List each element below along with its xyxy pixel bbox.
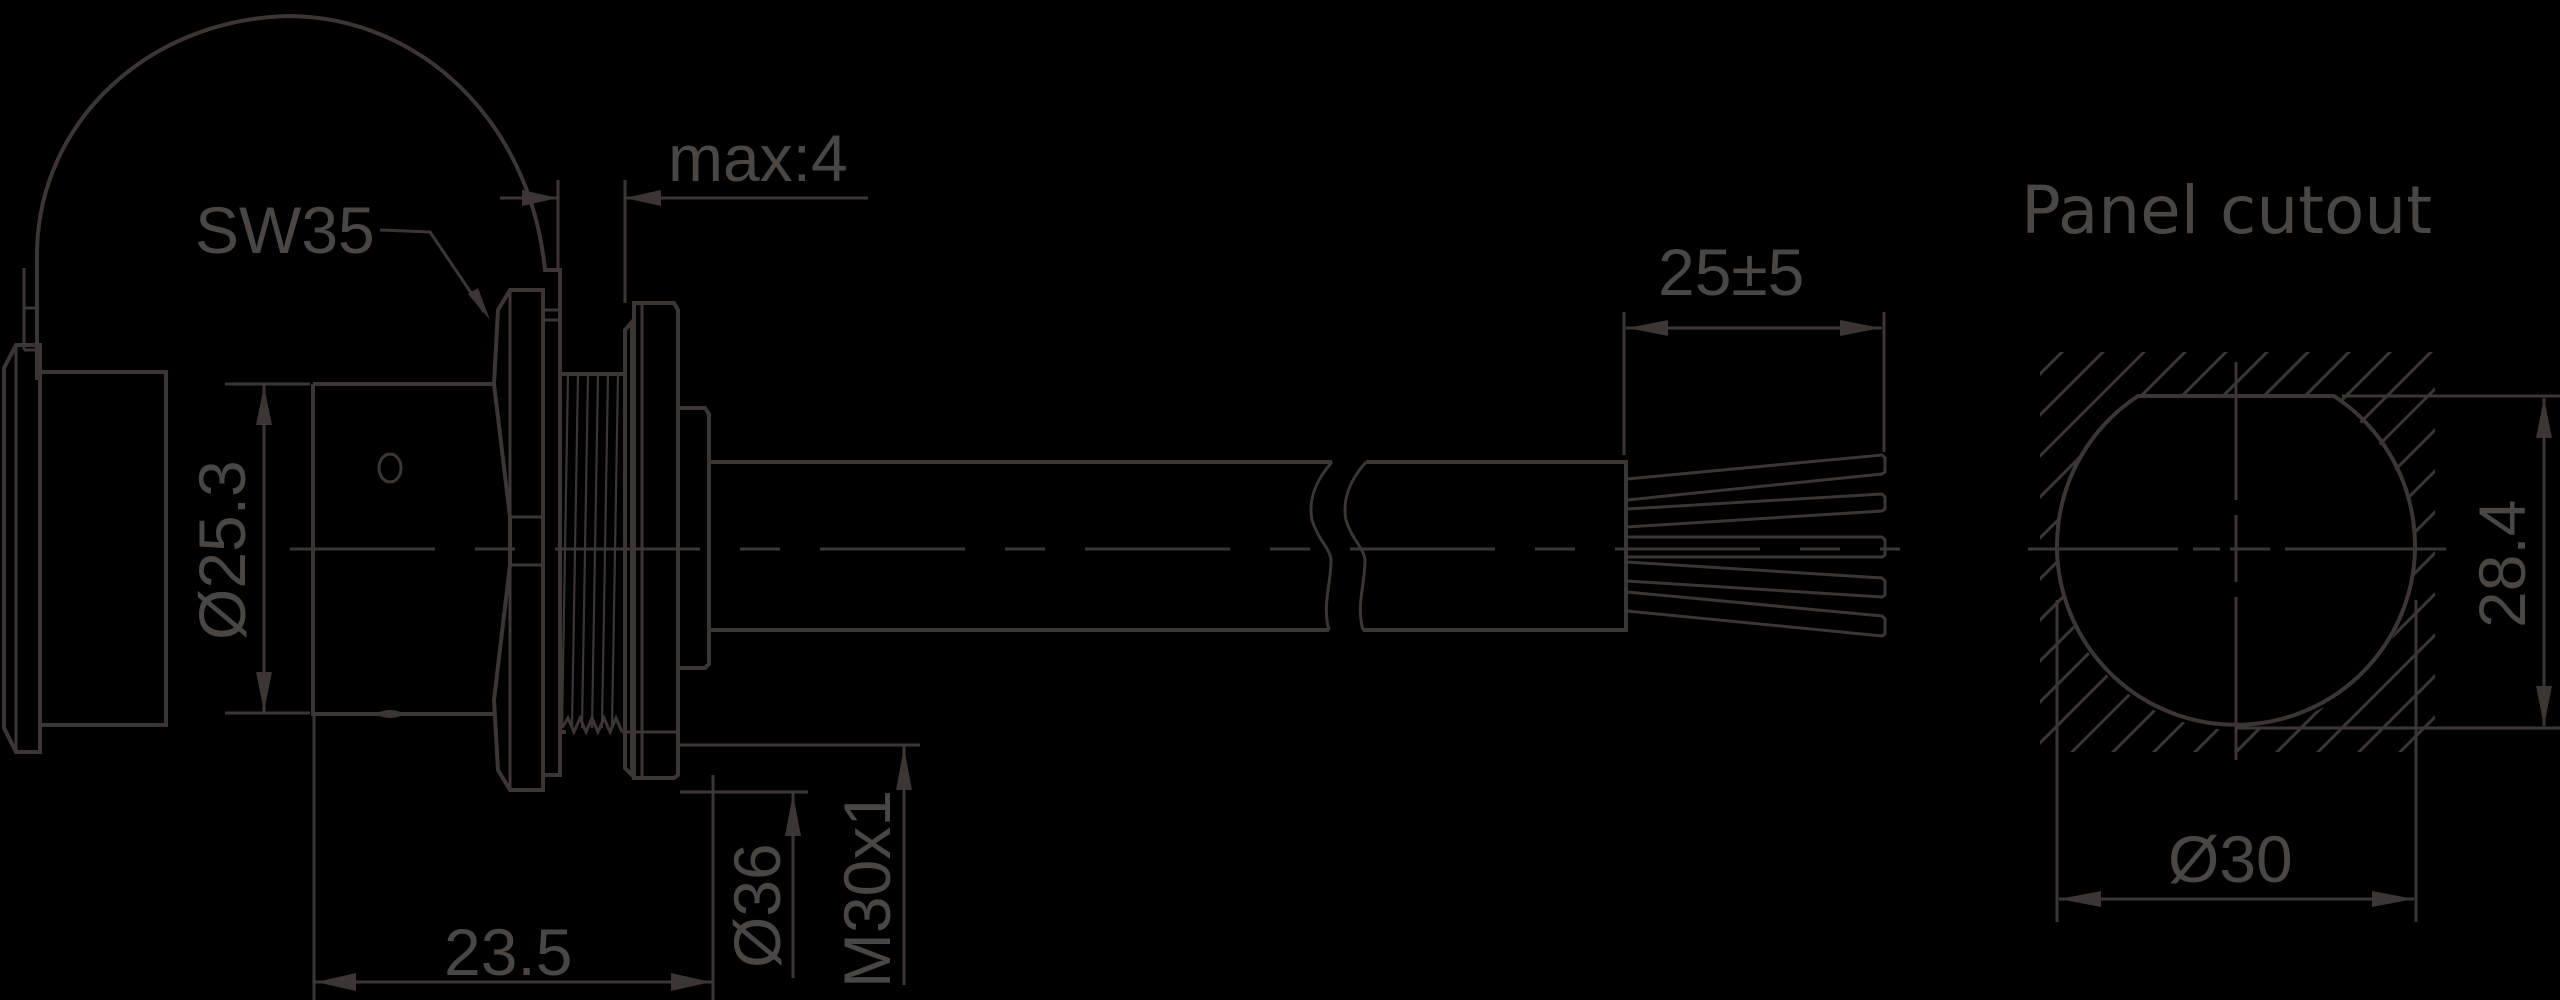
dim-length: 23.5	[312, 714, 715, 1000]
label-sw35: SW35	[195, 193, 375, 267]
cap-flange	[2, 343, 42, 754]
dim-panel-thickness: max:4	[500, 121, 868, 303]
label-28-4: 28.4	[2465, 500, 2539, 628]
hex-nut	[491, 288, 545, 792]
wire	[1626, 590, 1887, 638]
dim-body-diameter: Ø25.3	[185, 382, 310, 715]
panel-cutout-title: Panel cutout	[2021, 172, 2432, 249]
thread	[560, 372, 680, 736]
label-d36: Ø36	[720, 843, 794, 968]
cutout-outline	[2055, 394, 2417, 727]
cable-break-right	[1343, 461, 1368, 631]
cap-body	[38, 370, 168, 727]
cable-break-left	[1309, 461, 1334, 631]
wire	[1626, 453, 1887, 502]
label-d25-3: Ø25.3	[185, 460, 259, 640]
label-25-pm-5: 25±5	[1658, 235, 1804, 309]
cap-tether	[35, 13, 547, 380]
label-d30: Ø30	[2168, 822, 2293, 896]
panel-plate	[543, 268, 562, 777]
stripped-wires	[1626, 453, 1887, 638]
wire	[1626, 492, 1887, 529]
label-23-5: 23.5	[444, 915, 572, 989]
dim-strip-length: 25±5	[1622, 235, 1886, 455]
wire	[1626, 560, 1887, 599]
locking-hole-icon	[377, 452, 403, 484]
label-m30x1: M30x1	[830, 790, 904, 988]
label-max-4: max:4	[668, 121, 848, 195]
dim-sw35: SW35	[195, 193, 490, 320]
wire	[1627, 535, 1887, 559]
dim-flange-diameter: Ø36	[680, 790, 808, 978]
side-view: SW35 max:4 Ø25.3 23.5	[2, 13, 1900, 1000]
dim-thread: M30x1	[680, 743, 920, 988]
cable-jacket-right	[1363, 460, 1628, 632]
cable-jacket-left	[709, 460, 1332, 632]
dim-cutout-diameter: Ø30	[2055, 600, 2418, 922]
rear-boss	[678, 406, 711, 670]
tether-strip	[22, 268, 37, 352]
dim-cutout-flat: 28.4	[2236, 394, 2560, 730]
panel-cutout-view: Panel cutout Ø30 28.4	[2021, 172, 2560, 922]
flange	[623, 301, 680, 780]
